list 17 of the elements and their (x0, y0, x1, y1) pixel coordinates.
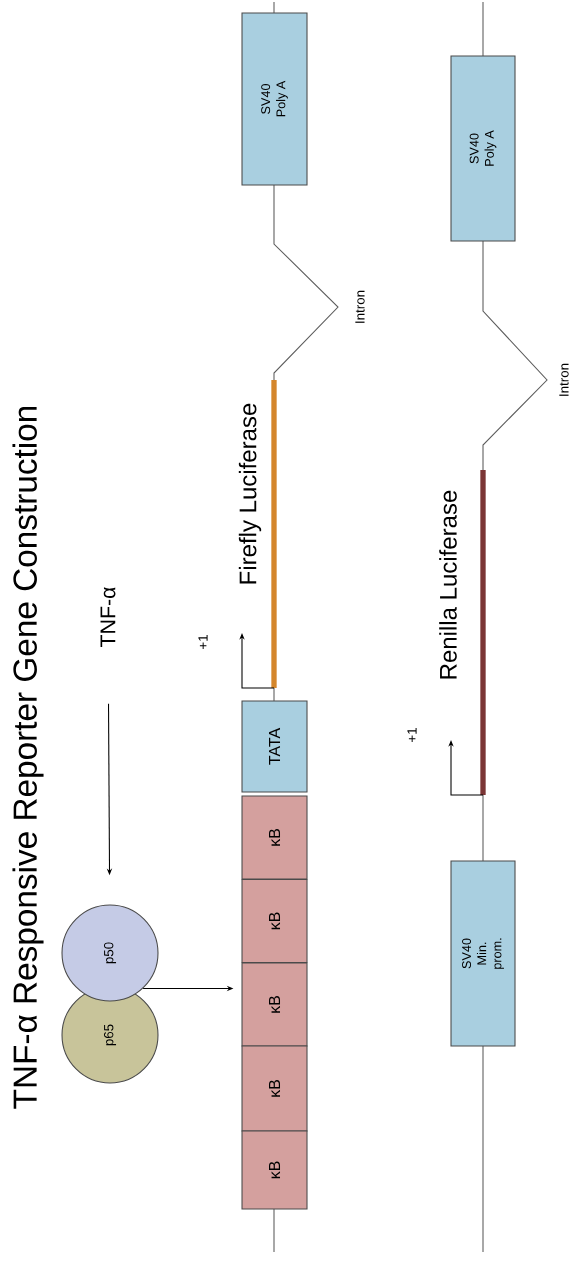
promoter-box: SV40 Min. prom. (450, 860, 516, 1047)
binding-site-box: κB (241, 795, 308, 880)
start-site-label: +1 (407, 728, 417, 742)
poly-a-box: SV40 Poly A (450, 55, 516, 242)
start-site-label: +1 (198, 635, 208, 649)
title: TNF-α Responsive Reporter Gene Construction (12, 406, 44, 1109)
binding-site-box: κB (241, 1130, 308, 1210)
intron-label: Intron (355, 290, 365, 323)
binding-site-box: κB (241, 1045, 308, 1132)
tata-box: TATA (241, 700, 308, 793)
gene-label: Firefly Luciferase (238, 403, 262, 584)
stimulus-label: TNF-α (100, 587, 116, 647)
binding-site-box: κB (241, 962, 308, 1047)
intron-label: Intron (559, 363, 569, 396)
poly-a-box: SV40 Poly A (241, 12, 308, 186)
gene-label: Renilla Luciferase (439, 490, 457, 679)
binding-site-box: κB (241, 878, 308, 964)
